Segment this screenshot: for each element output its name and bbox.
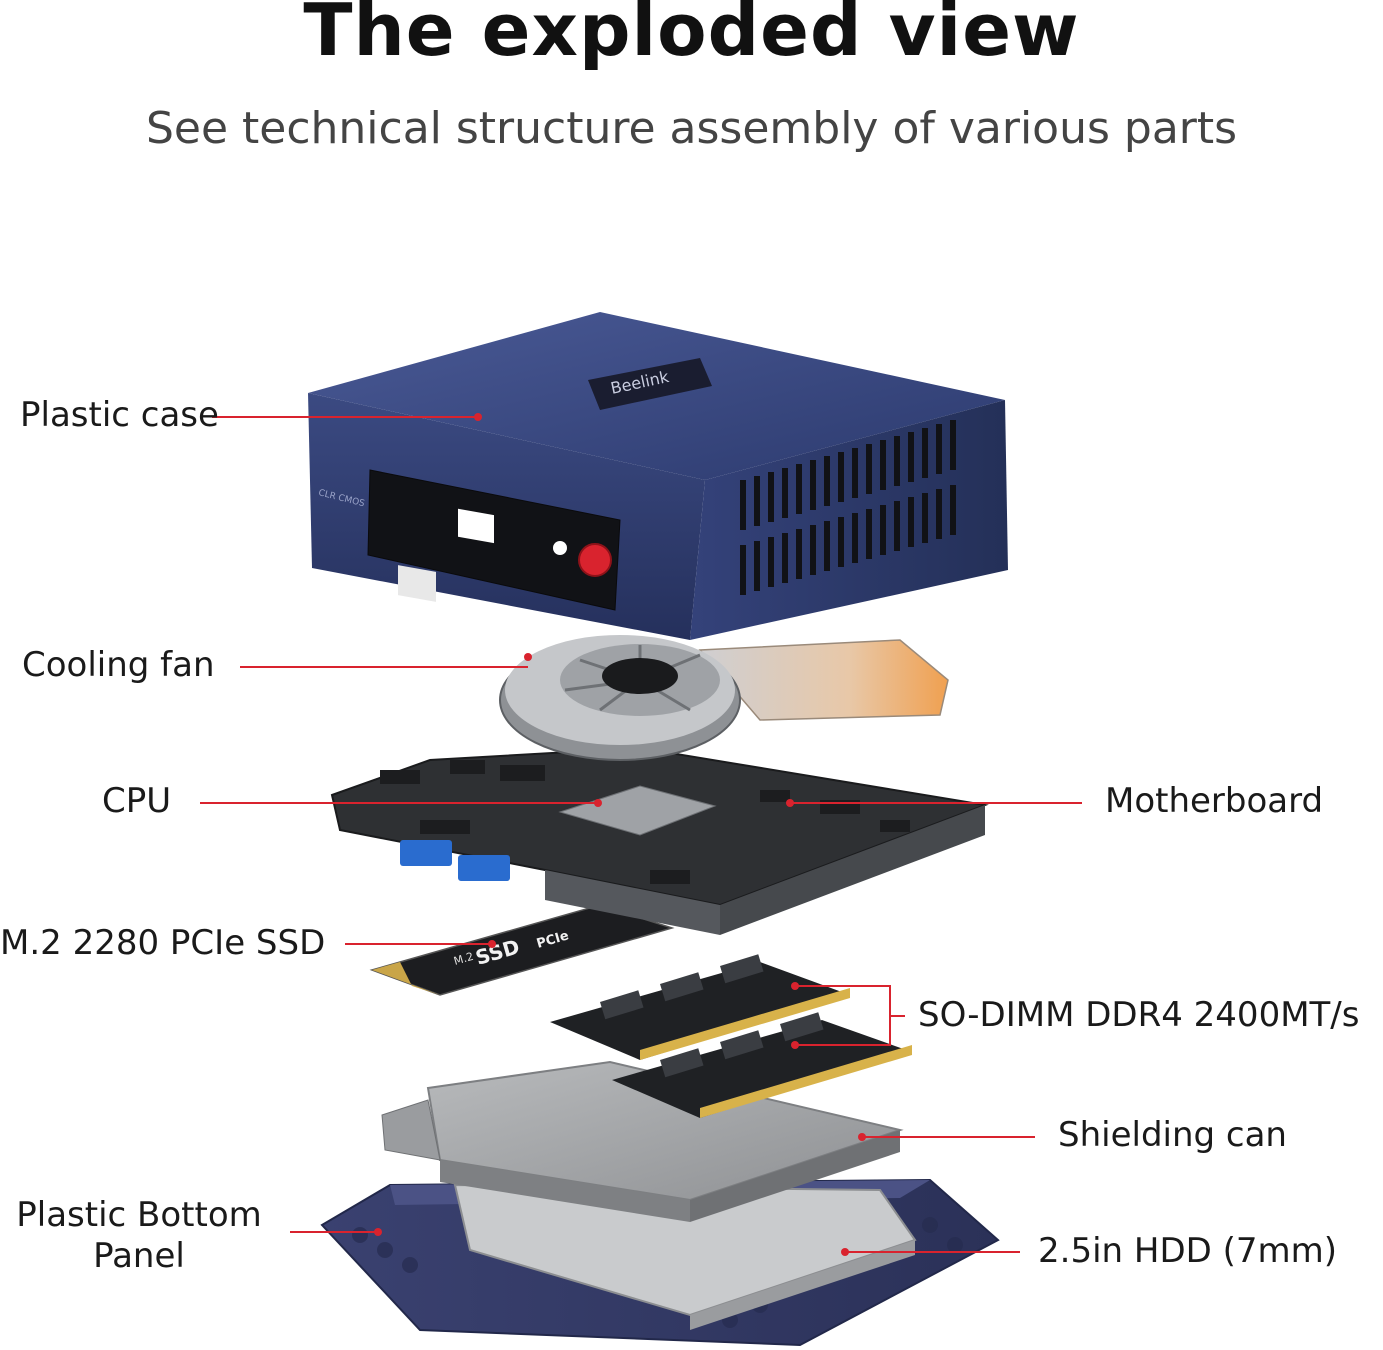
label-bottom-panel-line1: Plastic Bottom xyxy=(16,1195,262,1235)
hdd-graphic xyxy=(453,1183,917,1330)
page-title: The exploded view xyxy=(303,0,1080,72)
label-plastic-case: Plastic case xyxy=(20,395,219,435)
label-hdd: 2.5in HDD (7mm) xyxy=(1038,1231,1338,1271)
plastic-case-graphic: Beelink CLR CMOS xyxy=(308,312,1008,640)
ssd-graphic: M.2 SSD PCIe xyxy=(369,904,675,996)
label-ram: SO-DIMM DDR4 2400MT/s xyxy=(918,995,1360,1035)
label-cpu: CPU xyxy=(102,781,172,821)
label-motherboard: Motherboard xyxy=(1105,781,1324,821)
page-subtitle: See technical structure assembly of vari… xyxy=(145,103,1238,154)
motherboard-graphic xyxy=(330,746,989,935)
ssd-print-type: M.2 xyxy=(452,950,475,968)
label-cooling-fan: Cooling fan xyxy=(22,645,215,685)
cooling-fan-graphic xyxy=(499,635,949,761)
shielding-can-graphic xyxy=(381,1060,904,1222)
label-bottom-panel-line2: Panel xyxy=(93,1235,185,1276)
label-shielding-can: Shielding can xyxy=(1058,1115,1287,1155)
leader-lines xyxy=(200,416,1082,1253)
label-bottom-panel: Plastic Bottom Panel xyxy=(14,1195,264,1277)
label-ssd: M.2 2280 PCIe SSD xyxy=(0,923,326,963)
leader-dots xyxy=(374,413,866,1256)
